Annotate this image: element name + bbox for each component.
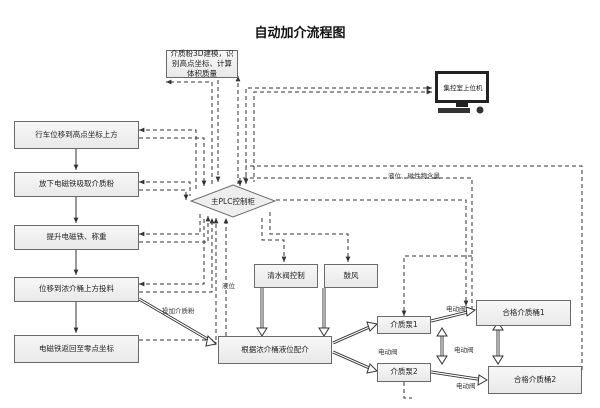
label-elec-valve-4: 电动阀: [456, 382, 476, 390]
label-feed: 投加介质粉: [162, 307, 195, 315]
node-qualified-tank-1: 合格介质桶1: [476, 300, 571, 326]
node-plc: 主PLC控制柜: [211, 196, 255, 206]
label-elec-valve-2: 电动阀: [378, 348, 398, 356]
node-mixing: 根据浓介桶液位配介: [218, 336, 332, 364]
node-3d-scan: 介质粉3D建模，识别高点坐标、计算体积质量: [166, 49, 238, 78]
node-pump-2: 介质泵2: [377, 363, 431, 382]
node-water-valve: 清水阀控制: [254, 264, 318, 288]
node-blower: 鼓风: [324, 264, 378, 288]
node-crane-move: 行车位移到高点坐标上方: [14, 121, 139, 149]
pc-node: 集控室上位机: [434, 70, 490, 120]
node-lower-magnet: 放下电磁铁吸取介质粉: [14, 172, 139, 197]
node-move-to-tank: 位移到浓介桶上方投料: [14, 277, 139, 302]
label-density: 液位、磁性物含量: [388, 172, 440, 180]
label-elec-valve-1: 电动阀: [446, 305, 466, 313]
node-pump-1: 介质泵1: [377, 316, 431, 334]
pc-label: 集控室上位机: [443, 84, 483, 92]
node-lift-magnet: 提升电磁铁、称重: [14, 225, 139, 250]
label-elec-valve-3: 电动阀: [454, 346, 474, 354]
label-level: 液位: [222, 282, 235, 290]
node-qualified-tank-2: 合格介质桶2: [488, 366, 582, 394]
desktop-computer-icon: [435, 71, 489, 114]
diagram-title: 自动加介流程图: [254, 26, 346, 41]
node-return-zero: 电磁铁返回至零点坐标: [14, 335, 139, 363]
plc-diamond: [190, 184, 276, 218]
